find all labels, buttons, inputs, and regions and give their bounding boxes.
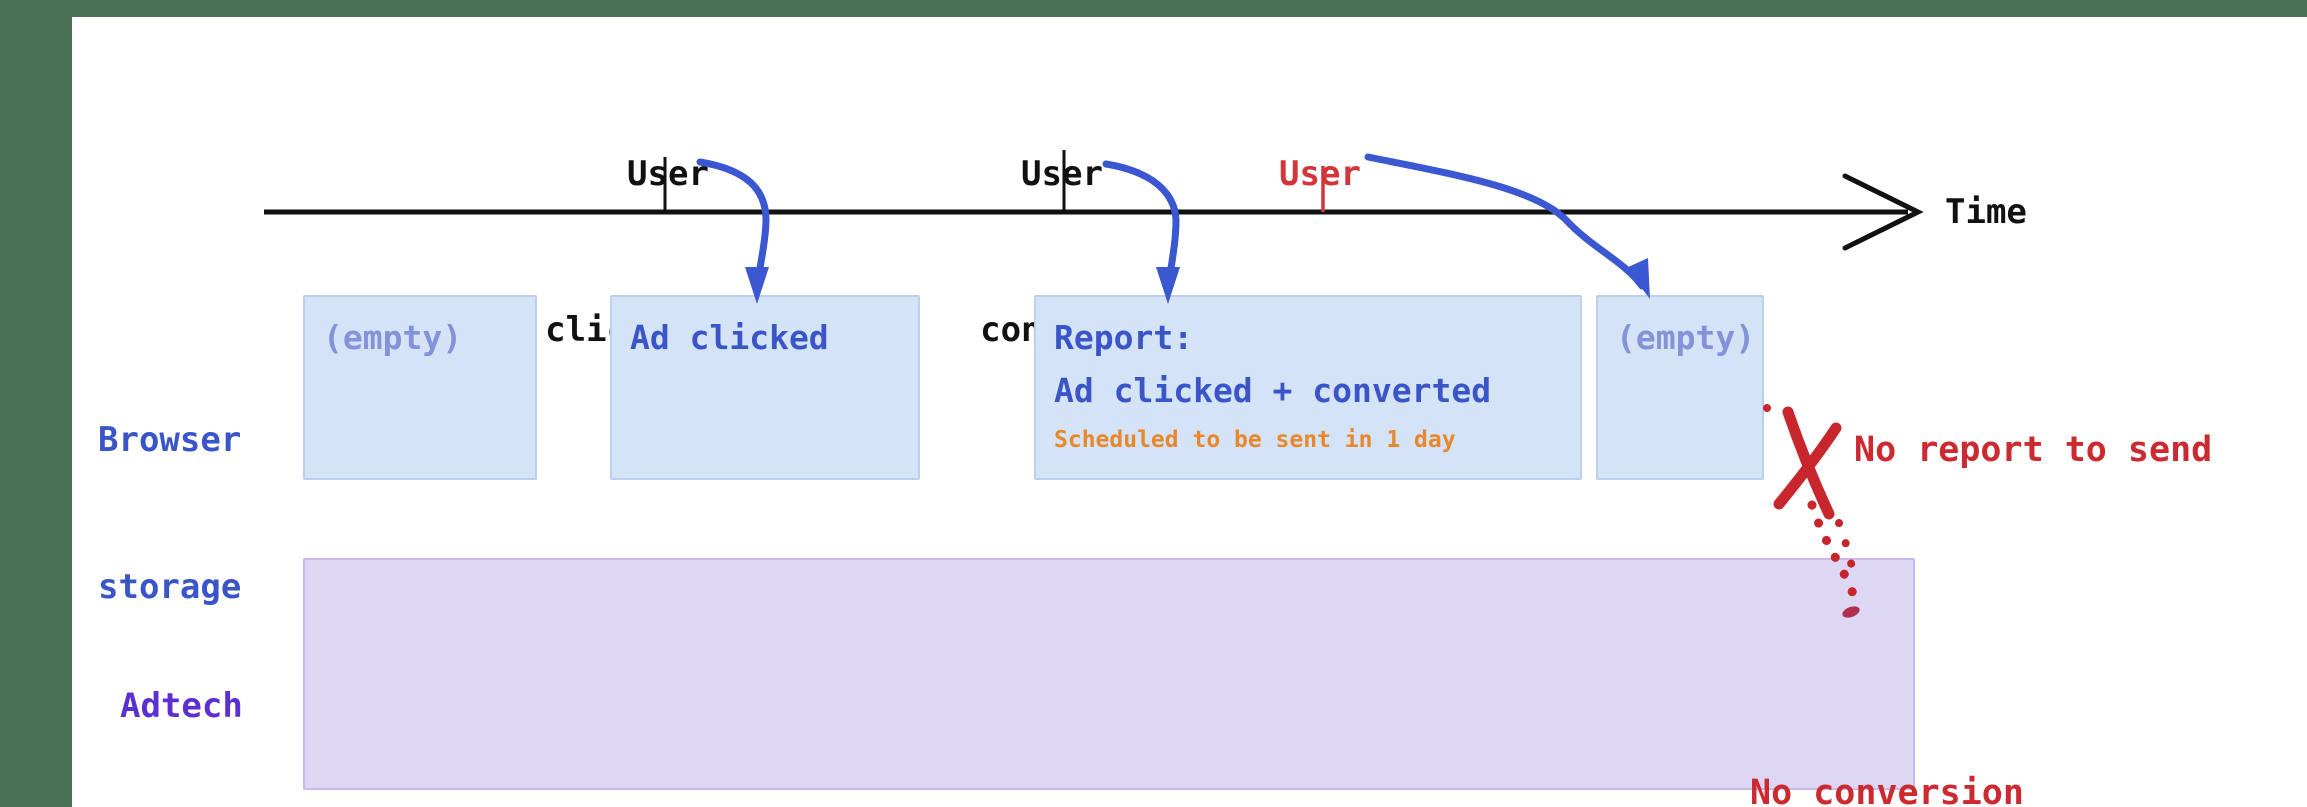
no-conversion-line1: No conversion <box>1750 773 2024 807</box>
event-label-line1: User <box>627 154 709 194</box>
report-title: Report: <box>1054 318 1194 357</box>
storage-box-empty-2: (empty) <box>1596 295 1764 480</box>
report-subtitle: Ad clicked + converted <box>1054 371 1492 410</box>
row-label-line2: storage <box>98 567 242 607</box>
green-border-left <box>0 0 72 807</box>
x-stroke-2 <box>1773 422 1842 510</box>
green-border-top <box>0 0 2307 17</box>
storage-box-ad-clicked: Ad clicked <box>610 295 920 480</box>
storage-box-empty-1: (empty) <box>303 295 537 480</box>
no-report-annotation: No report to send <box>1854 430 2213 470</box>
adtech-server-row-label: Adtech server <box>120 584 243 807</box>
x-mark-dot <box>1763 404 1771 412</box>
no-conversion-annotation: No conversion reported to adtech <box>1750 638 2129 807</box>
x-stroke-1 <box>1782 406 1835 520</box>
event-label-line1: User <box>1279 154 1361 194</box>
timeline-arrowhead-icon <box>1842 173 1924 251</box>
x-mark-icon <box>1763 404 1842 520</box>
storage-box-report: Report: Ad clicked + converted Scheduled… <box>1034 295 1582 480</box>
row-label-line1: Browser <box>98 420 242 460</box>
report-schedule-note: Scheduled to be sent in 1 day <box>1054 427 1456 453</box>
adtech-server-box <box>303 558 1915 790</box>
row-label-line1: Adtech <box>120 686 243 726</box>
time-axis-label: Time <box>1945 192 2027 232</box>
browser-storage-row-label: Browser storage <box>98 318 241 710</box>
storage-box-text: Ad clicked <box>630 318 829 357</box>
storage-box-text: (empty) <box>323 318 463 357</box>
storage-box-text: (empty) <box>1616 318 1756 357</box>
arrowhead-down-icon <box>1626 258 1650 299</box>
event-label-line1: User <box>1021 154 1103 194</box>
